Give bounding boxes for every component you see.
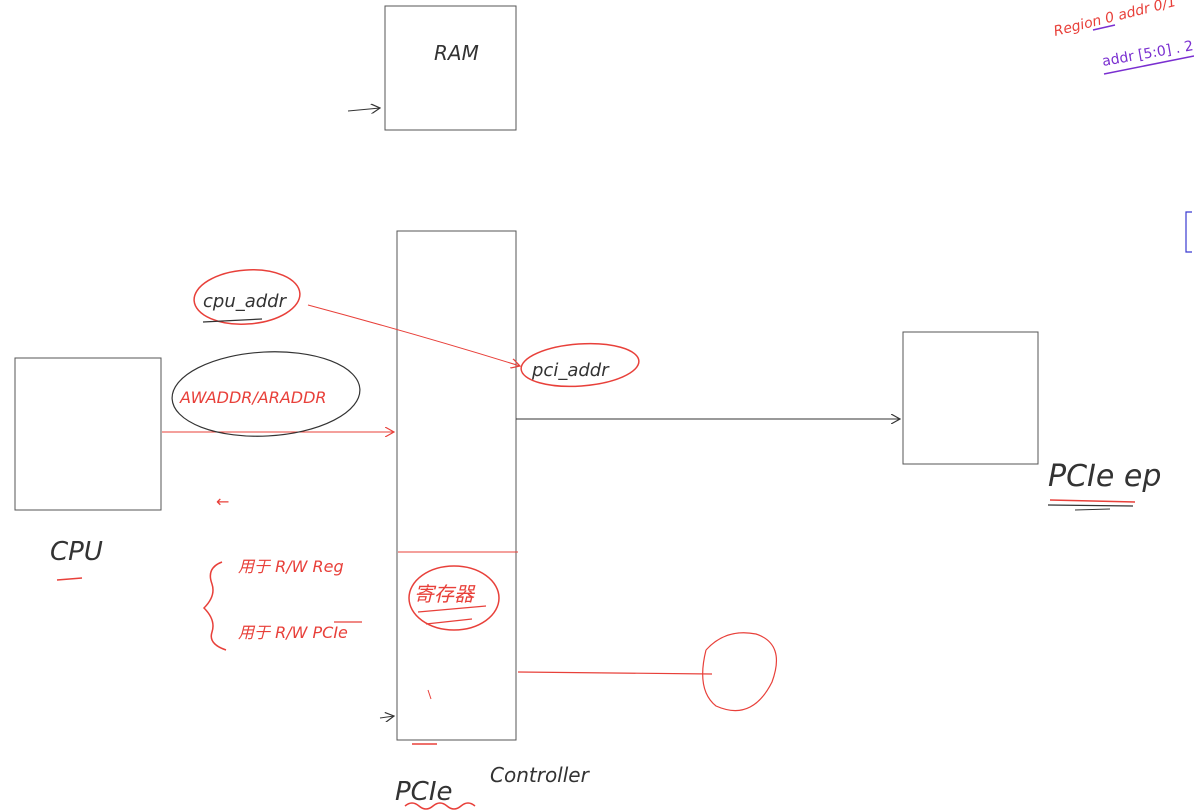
awaddr-araddr-annotation: AWADDR/ARADDR xyxy=(171,351,361,437)
use-reg-note: 用于 R/W Reg xyxy=(238,557,344,576)
awaddr-araddr-label: AWADDR/ARADDR xyxy=(179,388,327,407)
pcie-controller-word1: PCIe xyxy=(395,777,453,807)
cpu-addr-to-pci-addr-arrow xyxy=(307,304,520,366)
usage-brace xyxy=(202,561,227,651)
pcie-controller-node: PCIe Controller xyxy=(379,230,591,810)
cpu-addr-underline xyxy=(202,318,263,323)
controller-tick-mark xyxy=(427,689,432,700)
cpu-label: CPU xyxy=(50,537,103,567)
pcie-word-squiggle xyxy=(404,802,476,810)
region-notes: Region 0 addr 0/1 addr [5:0] . 2 xyxy=(1052,0,1194,253)
controller-input-arrow xyxy=(379,716,394,718)
pcie-controller-word2: Controller xyxy=(490,763,591,787)
interrupt-loop xyxy=(517,632,778,712)
loop-curve xyxy=(702,632,778,712)
pcie-ep-underline-2 xyxy=(1047,504,1134,507)
cpu-label-underline xyxy=(56,577,83,581)
region-note-underline xyxy=(1092,24,1116,31)
region-note-line2-underline xyxy=(1103,55,1194,75)
register-annotation: 寄存器 xyxy=(408,565,500,631)
cpu-addr-label: cpu_addr xyxy=(203,291,288,312)
arrow-mark: ← xyxy=(216,492,229,511)
use-pcie-note: 用于 R/W PCIe xyxy=(238,623,348,642)
pci-addr-annotation: pci_addr xyxy=(520,342,640,388)
pcie-ep-underline-1 xyxy=(1049,499,1136,503)
ram-node: RAM xyxy=(347,5,517,131)
region-note-line1: Region 0 addr 0/1 xyxy=(1052,0,1178,40)
pcie-ep-label: PCIe ep xyxy=(1048,459,1161,494)
ram-label: RAM xyxy=(434,41,479,65)
pci-addr-label: pci_addr xyxy=(531,360,610,381)
blue-bracket-mark xyxy=(1185,211,1192,253)
register-label: 寄存器 xyxy=(414,582,476,606)
pcie-ep-node: PCIe ep xyxy=(902,331,1161,511)
register-underline-1 xyxy=(417,605,487,613)
register-underline-2 xyxy=(425,618,473,625)
cpu-node: CPU xyxy=(14,357,162,581)
cpu-addr-annotation: cpu_addr xyxy=(193,269,301,325)
ram-input-arrow xyxy=(347,108,380,111)
controller-to-loop-line xyxy=(517,671,713,675)
pcie-ep-underline-3 xyxy=(1074,508,1111,511)
